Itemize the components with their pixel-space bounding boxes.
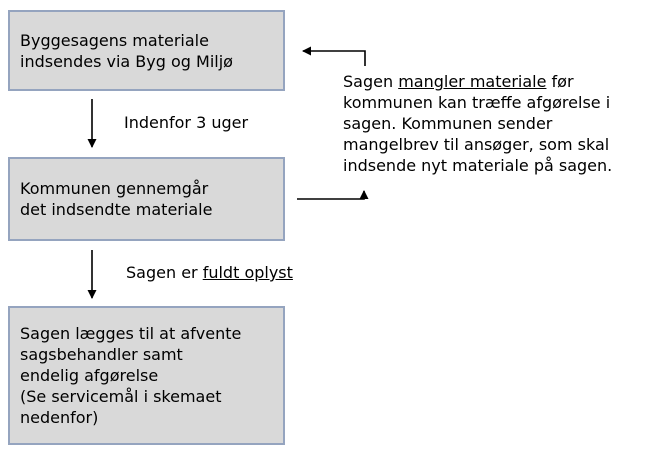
note-line: indsende nyt materiale på sagen. (343, 156, 613, 175)
note-line: sagen. Kommunen sender (343, 114, 553, 133)
note-line: mangelbrev til ansøger, som skal (343, 135, 610, 154)
note-line: Sagen mangler materiale før (343, 72, 574, 91)
note-mangler-materiale: Sagen mangler materiale før kommunen kan… (343, 71, 655, 176)
note-line: kommunen kan træffe afgørelse i (343, 93, 611, 112)
arrow-label-indenfor-3-uger: Indenfor 3 uger (124, 113, 249, 132)
arrow-label-sagen-fuldt-oplyst: Sagen er fuldt oplyst (126, 263, 293, 282)
arrow-note-to-box1 (302, 46, 366, 66)
arrow-box2-to-note (297, 190, 369, 200)
